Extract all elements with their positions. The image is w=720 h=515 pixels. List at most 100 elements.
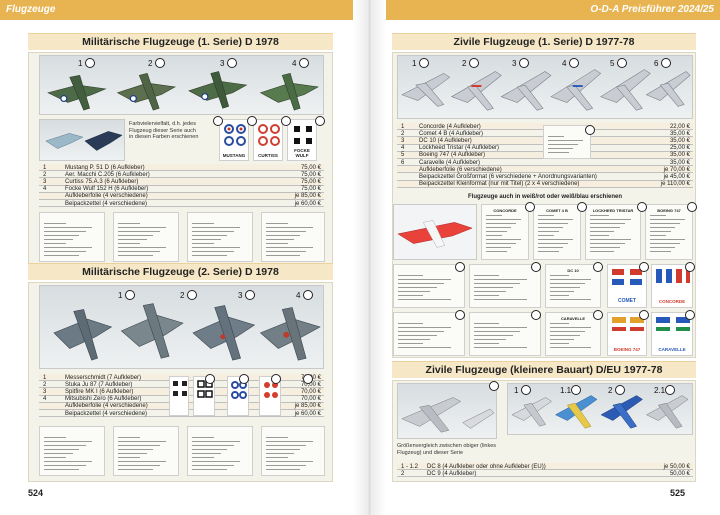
text-line (118, 235, 154, 236)
text-line (118, 231, 160, 232)
marker-circle (519, 58, 529, 68)
section-title: Zivile Flugzeuge (1. Serie) D 1977-78 (453, 36, 635, 48)
text-line (474, 283, 520, 284)
section-band: Zivile Flugzeuge (kleinere Bauart) D/EU … (392, 361, 696, 378)
row-name: Curtiss 75.A.3 (6 Aufkleber) (65, 178, 139, 185)
text-line (44, 239, 73, 240)
text-line (118, 449, 154, 450)
sticker-sheet (193, 376, 215, 416)
text-line (266, 449, 301, 450)
marker-circle (187, 290, 197, 300)
row-price: je 50,00 € (663, 463, 690, 470)
text-line (118, 445, 160, 446)
size-comparison-photo (397, 383, 497, 439)
text-line (538, 231, 559, 232)
text-line (44, 227, 92, 228)
text-line (44, 255, 80, 256)
text-line (538, 223, 568, 224)
table-row: Beipackzettel (4 verschiedene)je 60,00 € (39, 200, 324, 208)
size-comparison-note: Größenvergleich zwischen obiger (linkes … (397, 443, 497, 456)
row-name: Mustang P. 51 D (6 Aufkleber) (65, 164, 145, 171)
leaflet-scan (469, 312, 541, 356)
text-line (192, 445, 234, 446)
sticker-word: CARAVELLE (658, 347, 686, 352)
text-line (44, 449, 80, 450)
red-white-plane-photo (393, 204, 477, 260)
text-line (650, 235, 667, 236)
row-name: Lockheed Tristar (4 Aufkleber) (419, 145, 500, 152)
text-line (550, 339, 575, 340)
row-name: Concorde (4 Aufkleber) (419, 123, 481, 130)
text-line (398, 279, 451, 280)
text-line (118, 243, 141, 244)
text-line (266, 453, 294, 454)
text-line (266, 445, 307, 446)
color-variants-photo (39, 119, 125, 161)
row-price: 75,00 € (300, 171, 321, 178)
military-planes-photo: 1 2 3 4 (39, 55, 324, 115)
text-line (650, 231, 671, 232)
text-line (486, 227, 512, 228)
text-line (192, 469, 228, 470)
text-line (192, 437, 215, 438)
leaflet-title: DC 10 (567, 268, 579, 273)
text-line (548, 136, 565, 137)
table-row: Beipackzettel Großformat (6 verschiedene… (397, 173, 693, 181)
item-label: 2.1 (654, 386, 666, 395)
row-number: 1 (43, 164, 47, 171)
text-line (118, 247, 166, 248)
sticker-sheet: FOCKE WULF (287, 119, 317, 161)
text-line (474, 343, 499, 344)
text-line (538, 227, 564, 228)
table-row: Beipackzettel (4 verschiedene)je 60,00 € (39, 410, 324, 418)
text-line (398, 339, 430, 340)
text-line (398, 327, 451, 328)
text-line (590, 239, 631, 240)
text-line (550, 323, 569, 324)
leaflet-scan (113, 426, 179, 476)
text-line (192, 457, 215, 458)
sticker-sheet (259, 376, 281, 416)
marker-circle (593, 262, 603, 272)
text-line (474, 275, 499, 276)
row-price: 25,00 € (669, 145, 690, 152)
text-line (44, 223, 67, 224)
text-line (474, 323, 499, 324)
text-line (398, 347, 451, 348)
row-name: Messerschmidt (7 Aufkleber) (65, 374, 142, 381)
color-variants-note: Flugzeuge auch in weiß/rot oder weiß/bla… (467, 194, 623, 200)
marker-circle (315, 116, 325, 126)
text-line (118, 453, 147, 454)
marker-circle (531, 310, 541, 320)
section-band: Zivile Flugzeuge (1. Serie) D 1977-78 (392, 33, 696, 50)
item-label: 1 (78, 59, 83, 68)
text-line (650, 215, 667, 216)
text-line (538, 251, 559, 252)
text-line (590, 235, 609, 236)
row-number: 1 (43, 374, 47, 381)
text-line (486, 235, 503, 236)
row-name: DC 8 (4 Aufkleber oder ohne Aufkleber (E… (427, 463, 546, 470)
text-line (192, 251, 234, 252)
marker-circle (585, 125, 595, 135)
item-label: 1 (514, 386, 519, 395)
text-line (398, 299, 451, 300)
marker-circle (303, 374, 313, 384)
text-line (474, 335, 513, 336)
text-line (266, 231, 307, 232)
leaflet-scan (469, 264, 541, 308)
row-number: 4 (401, 145, 405, 152)
marker-circle (639, 310, 649, 320)
row-name: Aufkleberfolie (6 verschiedene) (419, 166, 502, 173)
text-line (538, 219, 573, 220)
row-price: 75,00 € (300, 178, 321, 185)
text-line (550, 287, 580, 288)
row-price: 50,00 € (669, 470, 690, 477)
text-line (192, 465, 234, 466)
item-label: 2 (608, 386, 613, 395)
row-price: 70,00 € (300, 396, 321, 403)
text-line (550, 343, 569, 344)
section-title: Militärische Flugzeuge (2. Serie) D 1978 (82, 266, 279, 278)
